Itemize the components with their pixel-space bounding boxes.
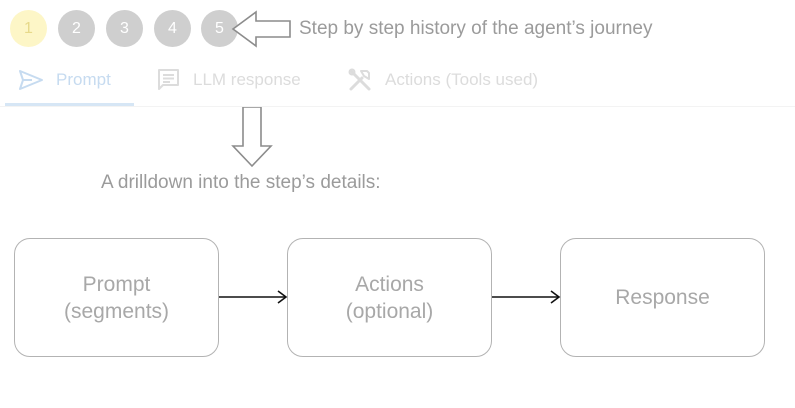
tab-actions-label: Actions (Tools used) <box>385 69 539 89</box>
step-3-button[interactable]: 3 <box>106 10 143 47</box>
actions-box: Actions (optional) <box>287 238 492 357</box>
prompt-box-subtitle: (segments) <box>63 299 170 323</box>
history-annotation: Step by step history of the agent’s jour… <box>299 18 653 39</box>
step-4-button[interactable]: 4 <box>154 10 191 47</box>
response-box-title: Response <box>615 286 710 309</box>
actions-box-title: Actions <box>355 272 424 296</box>
actions-box-subtitle: (optional) <box>345 299 434 323</box>
prompt-box: Prompt (segments) <box>14 238 219 357</box>
step-2-button[interactable]: 2 <box>58 10 95 47</box>
response-box: Response <box>560 238 765 357</box>
step-detail-tabs: Prompt LLM response <box>0 56 795 107</box>
left-arrow-icon <box>231 10 291 48</box>
message-icon <box>156 68 181 92</box>
step-5-button[interactable]: 5 <box>201 10 238 47</box>
prompt-to-actions-arrow <box>219 290 288 304</box>
tab-llm-response[interactable]: LLM response <box>156 56 301 103</box>
tab-actions[interactable]: Actions (Tools used) <box>347 56 538 103</box>
step-1-button[interactable]: 1 <box>10 10 47 47</box>
tab-prompt[interactable]: Prompt <box>5 56 134 106</box>
drilldown-annotation: A drilldown into the step’s details: <box>101 172 381 193</box>
down-arrow-icon <box>231 106 273 168</box>
prompt-box-title: Prompt <box>82 272 151 296</box>
send-icon <box>18 69 44 91</box>
tab-prompt-label: Prompt <box>56 69 111 89</box>
actions-to-response-arrow <box>492 290 561 304</box>
tools-icon <box>347 67 373 93</box>
tab-llm-response-label: LLM response <box>193 69 301 89</box>
